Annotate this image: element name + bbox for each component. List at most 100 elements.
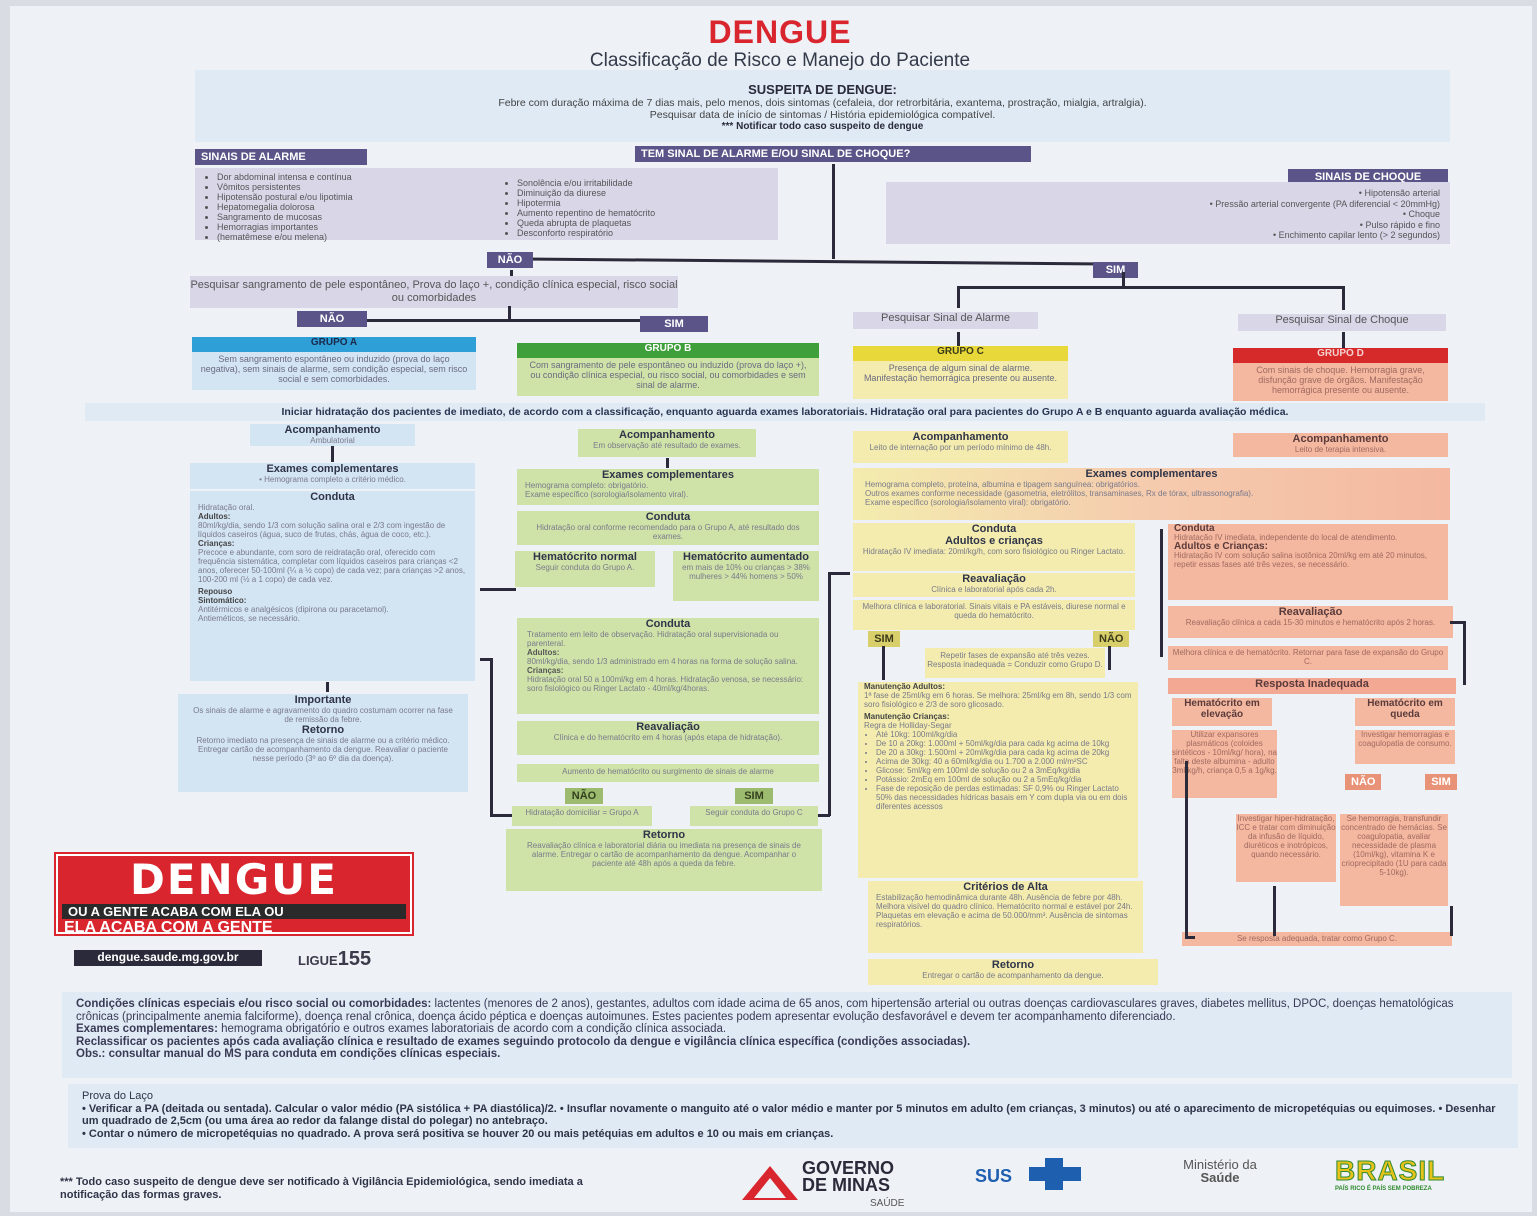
sinais-choque-box: • Hipotensão arterial• Pressão arterial … [886, 182, 1450, 244]
suspeita-line3: *** Notificar todo caso suspeito de deng… [721, 121, 924, 132]
colB-criancas: Crianças: [527, 666, 564, 675]
prova-line2: • Contar o número de micropetéquias no q… [82, 1127, 834, 1140]
arrow-main [832, 164, 835, 259]
exames-cd-l2: Outros exames conforme necessidade (gaso… [865, 489, 1254, 498]
b-to-c-1 [828, 572, 831, 816]
manut-item: Glicose: 5ml/kg em 100ml de solução ou 2… [876, 766, 1132, 775]
colA-sint1: Antitérmicos e analgésicos (dipirona ou … [198, 605, 389, 614]
colA-sint2: Antieméticos, se necessário. [198, 614, 300, 623]
colC-criterios: Critérios de Alta [963, 881, 1048, 893]
ministerio-line2: Saúde [1200, 1170, 1240, 1185]
campaign-logo: DENGUE OU A GENTE ACABA COM ELA OU ELA A… [56, 854, 412, 936]
exames-cd-title: Exames complementares [1085, 468, 1218, 480]
b-to-c-2 [818, 814, 830, 817]
colB-conduta2-box: Conduta Tratamento em leito de observaçã… [517, 618, 819, 714]
colB-conduta-text: Hidratação oral conforme recomendado par… [536, 523, 800, 541]
sinais-alarme-label: SINAIS DE ALARME [195, 149, 367, 165]
colB-retorno-box: Retorno Reavaliação clínica e laboratori… [506, 829, 822, 891]
colA-importante: Importante [294, 694, 352, 706]
manut-item: De 10 a 20kg: 1.000ml + 50ml/kg/dia para… [876, 739, 1132, 748]
triangle-icon [742, 1166, 798, 1200]
colC-acomp-sub: Leito de internação por um período mínim… [869, 443, 1052, 452]
governo-saude: SAÚDE [870, 1198, 905, 1209]
colA-conduta-text: Hidratação oral. [198, 503, 255, 512]
suspeita-line2: Pesquisar data de início de sintomas / H… [649, 109, 996, 121]
colC-conduta-text: Hidratação IV imediata: 20ml/kg/h, com s… [862, 547, 1126, 556]
question-box: TEM SINAL DE ALARME E/OU SINAL DE CHOQUE… [635, 146, 1031, 162]
colC-repetir: Repetir fases de expansão até três vezes… [925, 648, 1105, 678]
grupo-c-label: GRUPO C [853, 346, 1068, 361]
colA-exames-box: Exames complementares • Hemograma comple… [190, 463, 475, 489]
choque-item: • Pressão arterial convergente (PA difer… [1209, 198, 1440, 209]
colB-seguir-c: Seguir conduta do Grupo C [690, 806, 818, 826]
colB-conduta2: Conduta [645, 618, 691, 630]
alarme-item: (hematêmese e/ou melena) [217, 232, 485, 242]
colB-ht-aum-sub: em mais de 10% ou crianças > 38% mulhere… [682, 563, 810, 581]
campaign-line1: OU A GENTE ACABA COM ELA OU [62, 904, 406, 919]
sinais-choque-label: SINAIS DE CHOQUE [1288, 169, 1448, 185]
colA-acomp-box: Acompanhamento Ambulatorial [250, 424, 415, 446]
colB-conduta-box: Conduta Hidratação oral conforme recomen… [517, 511, 819, 545]
alarme-stem [957, 332, 960, 346]
campaign-url[interactable]: dengue.saude.mg.gov.br [74, 950, 262, 966]
colD-acomp-sub: Leito de terapia intensiva. [1294, 445, 1387, 454]
suspeita-title: SUSPEITA DE DENGUE: [748, 82, 897, 97]
colB-arrow-1 [666, 458, 669, 468]
colD-resposta: Resposta Inadequada [1168, 678, 1456, 694]
colD-reavaliacao: Reavaliação [1278, 606, 1343, 618]
colD-ht-elev: Hematócrito em elevação [1184, 698, 1260, 720]
colC-retorno-text: Entregar o cartão de acompanhamento da d… [922, 971, 1104, 980]
colB-ex2: Exame específico (sorologia/isolamento v… [525, 490, 689, 499]
choque-item: • Pulso rápido e fino [1359, 219, 1440, 230]
ministerio-line1: Ministério da [1183, 1157, 1257, 1172]
colB-exames: Exames complementares [601, 469, 735, 481]
poster-subtitle: Classificação de Risco e Manejo do Pacie… [589, 50, 971, 71]
alarme-item: Queda abrupta de plaquetas [517, 218, 775, 228]
colA-repouso: Repouso [198, 587, 233, 596]
colB-reav-box: Reavaliação Clínica e do hematócrito em … [517, 721, 819, 755]
colC-nao: NÃO [1093, 631, 1129, 647]
line-nao-sim [509, 257, 1121, 266]
exames-label: Exames complementares: [76, 1023, 218, 1035]
alarme-item: Aumento repentino de hematócrito [517, 208, 775, 218]
sim-split [957, 286, 1344, 289]
governo-line1: GOVERNO [802, 1158, 895, 1178]
reclass-text: Reclassificar os pacientes após cada ava… [76, 1035, 971, 1048]
alarme-item: Hemorragias importantes [217, 222, 485, 232]
b-to-a-3 [480, 658, 492, 661]
campaign-word: DENGUE [130, 855, 338, 904]
poster: DENGUE Classificação de Risco e Manejo d… [10, 6, 1532, 1212]
colB-exames-box: Exames complementares Hemograma completo… [517, 469, 819, 505]
colC-conduta: Conduta [971, 523, 1017, 535]
choque-item: • Hipotensão arterial [1358, 188, 1440, 198]
colA-exames: Exames complementares [266, 463, 399, 475]
campaign-line2: ELA ACABA COM A GENTE [64, 919, 273, 936]
arrow-nao [510, 270, 513, 280]
choque-item: • Choque [1402, 209, 1440, 219]
grupo-a-label: GRUPO A [192, 337, 476, 352]
colD-reav-box: Reavaliação Reavaliação clínica a cada 1… [1168, 606, 1453, 638]
colB-ex1: Hemograma completo: obrigatório. [525, 481, 649, 490]
pesquisar-stem [508, 306, 511, 320]
colB-ht-aum: Hematócrito aumentado [683, 551, 809, 563]
grupo-b-label: GRUPO B [517, 343, 819, 358]
colD-nao: NÃO [1345, 774, 1381, 790]
b-to-c-3 [828, 572, 850, 575]
ligue-box: LIGUE155 [298, 948, 371, 971]
alarme-col1: Dor abdominal intensa e contínuaVômitos … [205, 172, 485, 242]
manut-item: Potássio: 2mEq em 100ml de solução ou 2 … [876, 775, 1132, 784]
colA-exames-sub: • Hemograma completo a critério médico. [259, 475, 406, 484]
d-loop-2 [1450, 621, 1464, 624]
grupo-b-text: Com sangramento de pele espontâneo ou in… [517, 358, 819, 396]
colC-acomp-box: Acompanhamento Leito de internação por u… [853, 431, 1068, 463]
brasil-logo: BRASIL PAÍS RICO É PAÍS SEM POBREZA [1335, 1155, 1532, 1196]
exames-text: hemograma obrigatório e outros exames la… [221, 1023, 727, 1035]
colB-adultos-text: 80ml/kg/dia, sendo 1/3 administrado em 4… [527, 657, 798, 666]
grupo-d-text: Com sinais de choque. Hemorragia grave, … [1233, 363, 1448, 401]
colC-reavaliacao: Reavaliação [962, 573, 1026, 585]
governo-line2: DE MINAS [802, 1175, 891, 1195]
alarme-item: Hepatomegalia dolorosa [217, 202, 485, 212]
prova-title: Prova do Laço [82, 1090, 153, 1102]
alarme-item: Hipotermia [517, 198, 775, 208]
exames-cd-l1: Hemograma completo, proteína, albumina e… [865, 480, 1140, 489]
